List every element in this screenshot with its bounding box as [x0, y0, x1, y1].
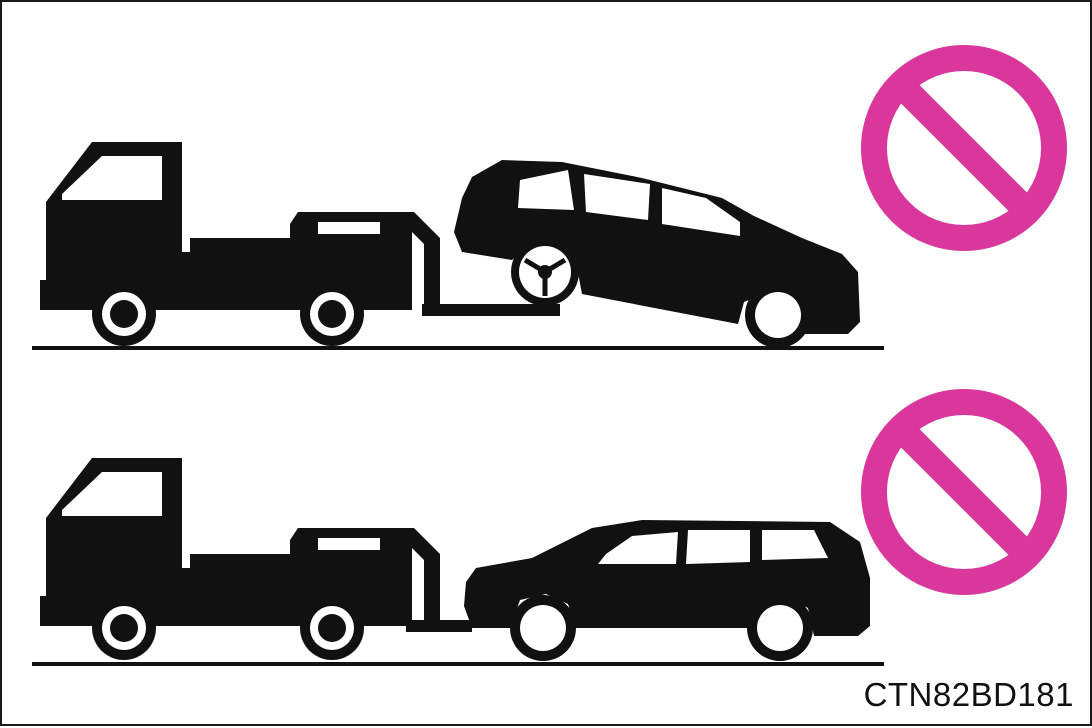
tow-truck	[40, 458, 440, 626]
tow-bar	[406, 620, 472, 632]
truck-front-wheel	[92, 282, 156, 346]
car-rear-wheel-on-dolly	[511, 238, 579, 306]
prohibition-icon	[874, 402, 1054, 582]
figure-code-label: CTN82BD181	[864, 676, 1074, 714]
panel-2	[32, 402, 1054, 666]
ground-line	[32, 346, 884, 350]
tow-truck	[40, 142, 440, 310]
car-front-wheel	[747, 595, 813, 661]
tow-dolly	[422, 304, 560, 316]
ground-line	[32, 662, 884, 666]
prohibition-icon	[874, 58, 1054, 238]
panel-1	[32, 58, 1054, 350]
truck-rear-wheel	[300, 282, 364, 346]
car-front-wheel	[745, 282, 811, 348]
truck-rear-wheel	[300, 596, 364, 660]
truck-front-wheel	[92, 596, 156, 660]
car-rear-wheel	[510, 595, 576, 661]
